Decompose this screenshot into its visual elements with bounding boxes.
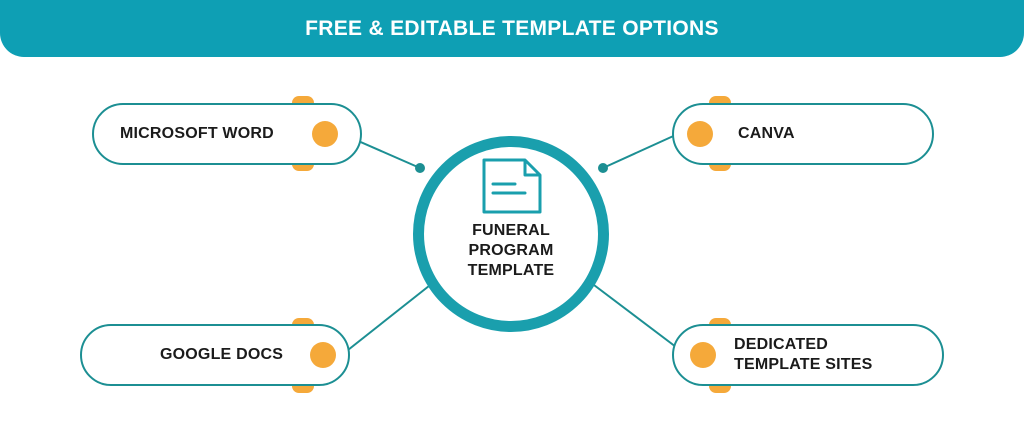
hub-title-line-2: PROGRAM: [468, 242, 554, 259]
header-title: FREE & EDITABLE TEMPLATE OPTIONS: [305, 16, 719, 40]
option-dedicated-template-sites: DEDICATED TEMPLATE SITES: [672, 324, 944, 386]
hub-title-line-1: FUNERAL: [472, 222, 550, 239]
option-google-docs: GOOGLE DOCS: [80, 324, 350, 386]
microsoft-word-marker: [312, 121, 338, 147]
dedicated-sites-marker: [690, 342, 716, 368]
hub-title: FUNERAL PROGRAM TEMPLATE: [424, 221, 598, 281]
google-docs-marker: [310, 342, 336, 368]
header-banner: FREE & EDITABLE TEMPLATE OPTIONS: [0, 0, 1024, 57]
option-microsoft-word-label: MICROSOFT WORD: [120, 125, 274, 142]
connector-dedicated-sites: [589, 281, 681, 351]
dedicated-sites-line-2: TEMPLATE SITES: [734, 356, 873, 373]
hub-circle: FUNERAL PROGRAM TEMPLATE: [413, 136, 609, 332]
option-canva-label: CANVA: [738, 125, 795, 142]
connector-google-docs: [347, 281, 435, 351]
hub-title-line-3: TEMPLATE: [467, 262, 555, 279]
canva-marker: [687, 121, 713, 147]
option-google-docs-label: GOOGLE DOCS: [160, 346, 284, 363]
connector-node-top-right: [598, 163, 608, 173]
connector-node-top-left: [415, 163, 425, 173]
connector-canva: [602, 132, 681, 169]
option-canva: CANVA: [672, 103, 934, 165]
dedicated-sites-line-1: DEDICATED: [734, 336, 828, 353]
option-microsoft-word: MICROSOFT WORD: [92, 103, 362, 165]
option-dedicated-template-sites-label: DEDICATED TEMPLATE SITES: [734, 326, 873, 384]
document-icon: [482, 158, 542, 214]
